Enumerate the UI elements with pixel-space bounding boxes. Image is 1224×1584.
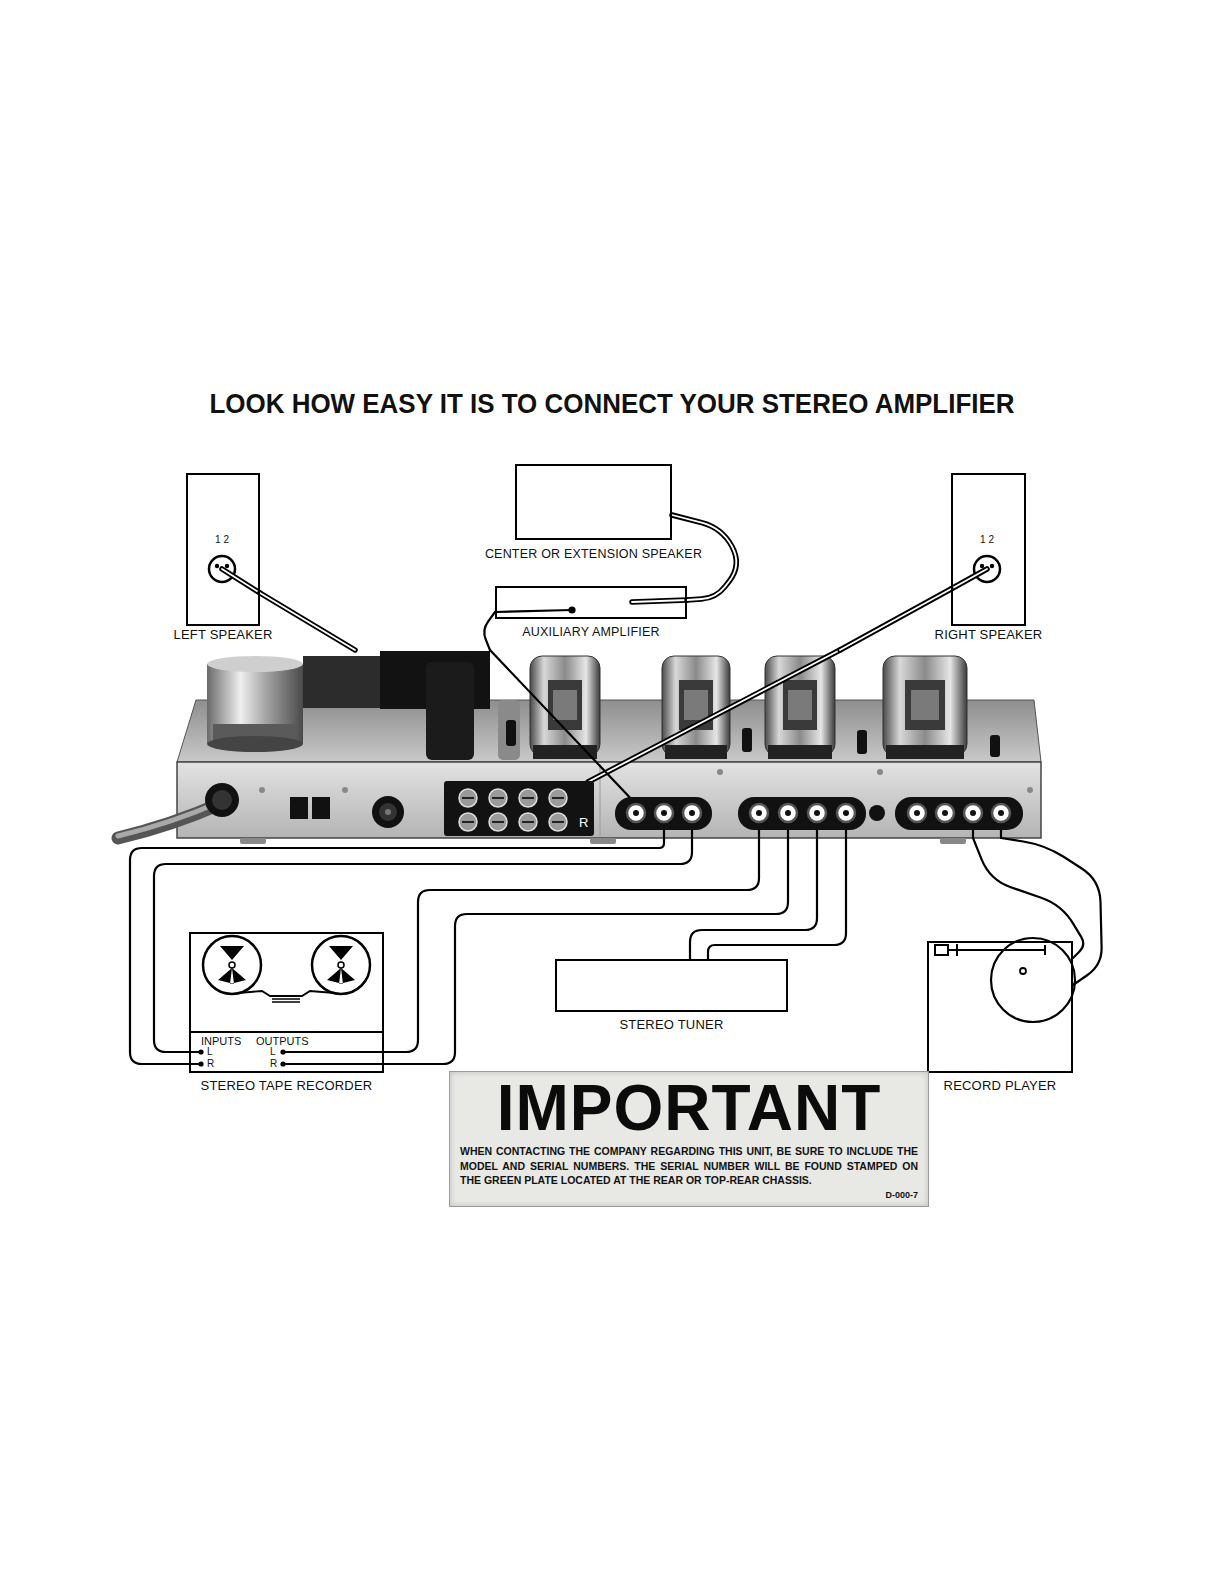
speaker-box: CENTER OR EXTENSION SPEAKER xyxy=(515,464,672,540)
speaker-label: LEFT SPEAKER xyxy=(174,628,273,643)
jack-group-label: OUTPUTS xyxy=(256,1036,309,1048)
wire-path xyxy=(840,589,951,650)
form-number: D-000-7 xyxy=(460,1190,918,1200)
amplifier-box: AUXILIARY AMPLIFIER xyxy=(495,586,687,619)
tape-reel xyxy=(203,936,370,994)
diagram-title: LOOK HOW EASY IT IS TO CONNECT YOUR STER… xyxy=(210,390,1015,420)
wire-connector xyxy=(708,838,846,959)
wire-path xyxy=(484,612,495,650)
jack-group-label: INPUTS xyxy=(201,1036,241,1048)
wire-stub xyxy=(222,569,1001,838)
wire-connector xyxy=(130,838,664,1064)
wire-path xyxy=(840,589,951,650)
channel-label: R xyxy=(270,1059,277,1070)
wire-path xyxy=(154,838,692,1052)
terminal-mark: R xyxy=(579,816,588,831)
channel-label: L xyxy=(270,1047,276,1058)
terminal-number: 1 2 xyxy=(215,535,229,546)
device-label: STEREO TUNER xyxy=(619,1018,723,1033)
wire-path xyxy=(260,593,355,650)
speaker-box: LEFT SPEAKER xyxy=(186,473,260,626)
wire-path xyxy=(384,838,759,1052)
notice-body: WHEN CONTACTING THE COMPANY REGARDING TH… xyxy=(460,1144,918,1188)
device-label: RECORD PLAYER xyxy=(944,1079,1057,1094)
tape-head xyxy=(272,999,300,1002)
record-player-box: RECORD PLAYER xyxy=(927,941,1073,1073)
spindle xyxy=(1020,968,1026,974)
wire-connector xyxy=(484,612,495,650)
wire-connector xyxy=(840,589,951,650)
wire-connector xyxy=(384,838,788,1064)
channel-label: L xyxy=(207,1047,213,1058)
notice-heading: IMPORTANT xyxy=(497,1076,882,1140)
device-label: STEREO TAPE RECORDER xyxy=(201,1079,373,1094)
amplifier-chassis xyxy=(118,651,1041,844)
tape-path xyxy=(238,991,335,996)
wire-path xyxy=(130,838,664,1064)
amplifier-controls xyxy=(372,781,1023,836)
wire-connector xyxy=(384,838,759,1052)
speaker-label: CENTER OR EXTENSION SPEAKER xyxy=(485,547,702,561)
wire-path xyxy=(708,838,846,959)
tuner-box: STEREO TUNER xyxy=(555,959,788,1012)
terminal-number: 1 2 xyxy=(980,535,994,546)
wire-connector xyxy=(1001,838,1102,985)
wire-path xyxy=(260,593,355,650)
notice-plate: IMPORTANTWHEN CONTACTING THE COMPANY REG… xyxy=(449,1071,929,1207)
wire-connector xyxy=(690,838,817,959)
speaker-label: RIGHT SPEAKER xyxy=(935,628,1043,643)
wire-path xyxy=(1001,838,1102,985)
wire-path xyxy=(973,838,1083,958)
wire-stub xyxy=(189,1052,384,1064)
terminal-dot xyxy=(215,564,994,568)
wire-connector xyxy=(973,838,1083,958)
tape-recorder-box: STEREO TAPE RECORDER xyxy=(189,932,384,1073)
amplifier-chassis-node: R xyxy=(177,650,1041,838)
wire-connector xyxy=(260,593,355,650)
channel-label: R xyxy=(207,1059,214,1070)
jack-strip-line xyxy=(189,1031,384,1033)
speaker-box: RIGHT SPEAKER xyxy=(951,473,1026,626)
amplifier-label: AUXILIARY AMPLIFIER xyxy=(522,625,659,639)
tone-arm xyxy=(935,944,1045,956)
wire-connector xyxy=(154,838,692,1052)
wire-path xyxy=(384,838,788,1064)
wire-path xyxy=(690,838,817,959)
